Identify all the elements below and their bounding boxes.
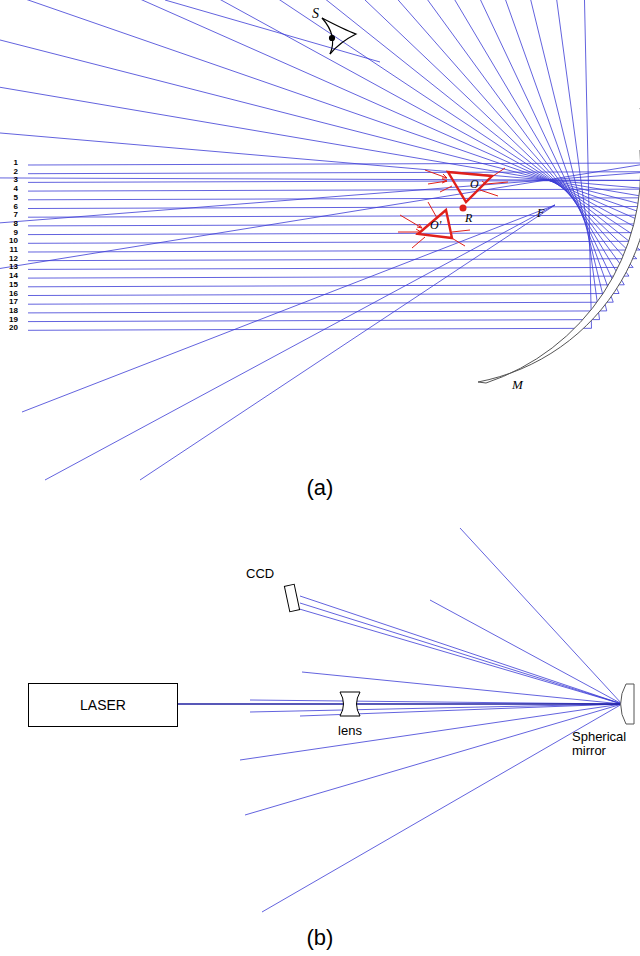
box-label: LASER	[80, 697, 126, 713]
ray	[28, 320, 600, 322]
panel-label: (b)	[307, 926, 334, 950]
ray	[28, 311, 607, 313]
ray-number: 17	[9, 298, 18, 307]
ray-number: 6	[14, 203, 18, 212]
ray-number: 20	[9, 324, 18, 333]
focus-label: F	[537, 207, 544, 220]
reflected-beams	[240, 528, 622, 912]
observer-label: S	[312, 6, 319, 21]
component-label: Spherical mirror	[572, 730, 634, 759]
ray	[164, 0, 624, 285]
light-rays	[0, 0, 640, 480]
ray	[45, 205, 555, 480]
ray	[235, 0, 619, 294]
ray	[28, 172, 640, 174]
ray	[28, 267, 633, 269]
object-label: O	[470, 178, 479, 191]
ray-number: 18	[9, 307, 18, 316]
ray-number: 11	[10, 246, 18, 255]
ray	[262, 704, 622, 912]
ray-number: 3	[14, 176, 18, 185]
ray	[0, 0, 640, 233]
component-label: CCD	[246, 567, 274, 581]
ray-number: 5	[14, 194, 18, 203]
ccd-sensor	[284, 584, 299, 612]
ray	[99, 0, 629, 276]
ray	[240, 704, 622, 760]
panel-label: (a)	[307, 476, 334, 500]
ray	[300, 596, 622, 704]
ray	[0, 0, 640, 250]
ray-number: 8	[14, 220, 18, 229]
mirror-label: M	[512, 378, 523, 392]
ray	[28, 328, 591, 330]
ray-number: 19	[9, 316, 18, 325]
ray-number: 1	[14, 159, 18, 168]
ray	[28, 250, 640, 252]
ray	[28, 233, 640, 235]
ray-number: 15	[9, 281, 18, 290]
ray-number: 2	[14, 168, 18, 177]
ray-number: 12	[9, 255, 18, 264]
ray	[0, 163, 640, 307]
ray	[28, 189, 640, 191]
ray-number: 9	[14, 229, 18, 238]
ray	[28, 302, 613, 304]
ray	[28, 198, 640, 200]
image-label: O'	[430, 219, 441, 232]
ray-number: 10	[9, 237, 18, 246]
concave-lens	[340, 692, 360, 716]
ray	[0, 0, 640, 241]
ray-number: 14	[9, 272, 18, 281]
ray-number: 7	[14, 211, 18, 220]
eye-symbol	[322, 18, 356, 54]
ray	[22, 205, 555, 412]
ray	[28, 276, 629, 278]
ray	[245, 704, 622, 815]
ray	[480, 0, 600, 320]
laser-box: LASER	[28, 683, 178, 727]
ray	[572, 0, 591, 328]
laser-beam	[178, 703, 620, 705]
ray	[28, 259, 637, 261]
ray	[28, 224, 640, 226]
objects	[398, 168, 508, 248]
ray-number: 16	[9, 290, 18, 299]
ray	[28, 285, 624, 287]
spherical-mirror-symbol	[621, 684, 634, 724]
ray	[460, 528, 622, 704]
sight-line	[165, 0, 380, 62]
component-label: lens	[338, 724, 362, 738]
ray-number: 4	[14, 185, 18, 194]
ray	[28, 241, 640, 243]
ray	[300, 603, 622, 704]
ray	[430, 600, 622, 704]
concave-mirror	[478, 108, 640, 383]
ray-number: 13	[9, 263, 18, 272]
ray	[0, 0, 640, 224]
ray	[393, 0, 607, 311]
point-label: R	[465, 212, 472, 225]
ray	[296, 608, 622, 704]
ray	[28, 215, 640, 217]
ray	[140, 205, 555, 480]
ray	[0, 172, 640, 242]
